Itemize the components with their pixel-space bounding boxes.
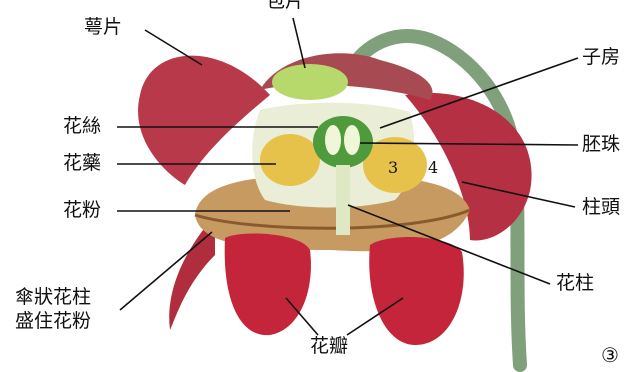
- label-ovary: 子房: [582, 48, 620, 67]
- label-umbrella-line2: 盛住花粉: [15, 310, 91, 334]
- number-4: 4: [428, 160, 438, 176]
- label-umbrella-style: 傘狀花柱 盛住花粉: [15, 286, 91, 334]
- label-filament: 花絲: [63, 117, 101, 136]
- label-stigma: 柱頭: [582, 198, 620, 217]
- label-top-cut: 包片: [266, 0, 304, 11]
- petal-right: [369, 237, 464, 345]
- anther-cluster-left: [260, 134, 320, 186]
- style-column: [336, 165, 350, 235]
- left-sepal: [138, 56, 270, 185]
- label-pollen: 花粉: [63, 201, 101, 220]
- number-3: 3: [388, 160, 398, 176]
- ovary: [313, 116, 373, 168]
- ovule-left: [325, 125, 341, 155]
- green-bract: [272, 64, 348, 100]
- label-umbrella-line1: 傘狀花柱: [15, 286, 91, 310]
- panel-index: ③: [601, 345, 619, 365]
- ovule-right: [344, 125, 360, 155]
- label-anther: 花藥: [63, 154, 101, 173]
- label-style: 花柱: [556, 274, 594, 293]
- petal-left: [225, 234, 311, 336]
- label-petal: 花瓣: [310, 337, 348, 356]
- label-sepal: 萼片: [84, 18, 122, 37]
- label-ovule: 胚珠: [582, 135, 620, 154]
